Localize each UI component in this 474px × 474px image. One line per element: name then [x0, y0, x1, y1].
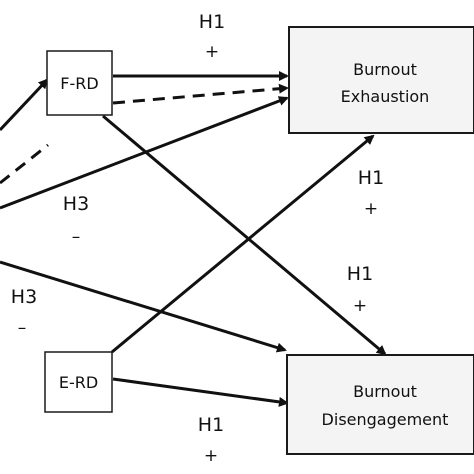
disengagement-label-line2: Disengagement: [322, 410, 449, 429]
h1-top-sign: +: [205, 42, 219, 62]
path-left-to-disengagement: [0, 260, 287, 353]
disengagement-box: [286, 354, 474, 455]
h1-lower-code: H1: [347, 263, 373, 285]
exhaustion-label-line2: Exhaustion: [341, 87, 430, 106]
path-left-to-frd: [0, 78, 49, 132]
h1-mid-sign: +: [364, 199, 378, 219]
frd-label: F-RD: [60, 74, 98, 93]
h3-upper-sign: –: [72, 227, 81, 247]
h3-lower-sign: –: [18, 318, 27, 338]
erd-box: [44, 351, 113, 413]
h1-bottom-sign: +: [204, 446, 218, 466]
h1-mid-code: H1: [358, 167, 384, 189]
path-frd-to-exhaustion-dashed: [112, 83, 289, 105]
h1-bottom-code: H1: [198, 414, 224, 436]
hypothesis-labels: H1 + H1 + H1 + H1 + H3 – H3 –: [11, 11, 384, 466]
path-left-to-frd-dashed: [0, 143, 49, 185]
h1-top-code: H1: [199, 11, 225, 33]
path-frd-to-disengagement: [102, 114, 387, 356]
h3-upper-code: H3: [63, 193, 89, 215]
path-erd-to-disengagement: [112, 377, 289, 407]
h1-lower-sign: +: [353, 296, 367, 316]
path-left-to-exhaustion: [0, 96, 289, 210]
node-frd: F-RD: [46, 50, 113, 116]
paths: [0, 71, 387, 407]
node-erd: E-RD: [44, 351, 113, 413]
exhaustion-label-line1: Burnout: [353, 60, 417, 79]
node-burnout-disengagement: Burnout Disengagement: [286, 354, 474, 455]
path-erd-to-exhaustion: [111, 134, 375, 354]
node-burnout-exhaustion: Burnout Exhaustion: [288, 26, 474, 134]
erd-label: E-RD: [59, 373, 98, 392]
exhaustion-box: [288, 26, 474, 134]
h3-lower-code: H3: [11, 286, 37, 308]
frd-box: [46, 50, 113, 116]
disengagement-label-line1: Burnout: [353, 382, 417, 401]
